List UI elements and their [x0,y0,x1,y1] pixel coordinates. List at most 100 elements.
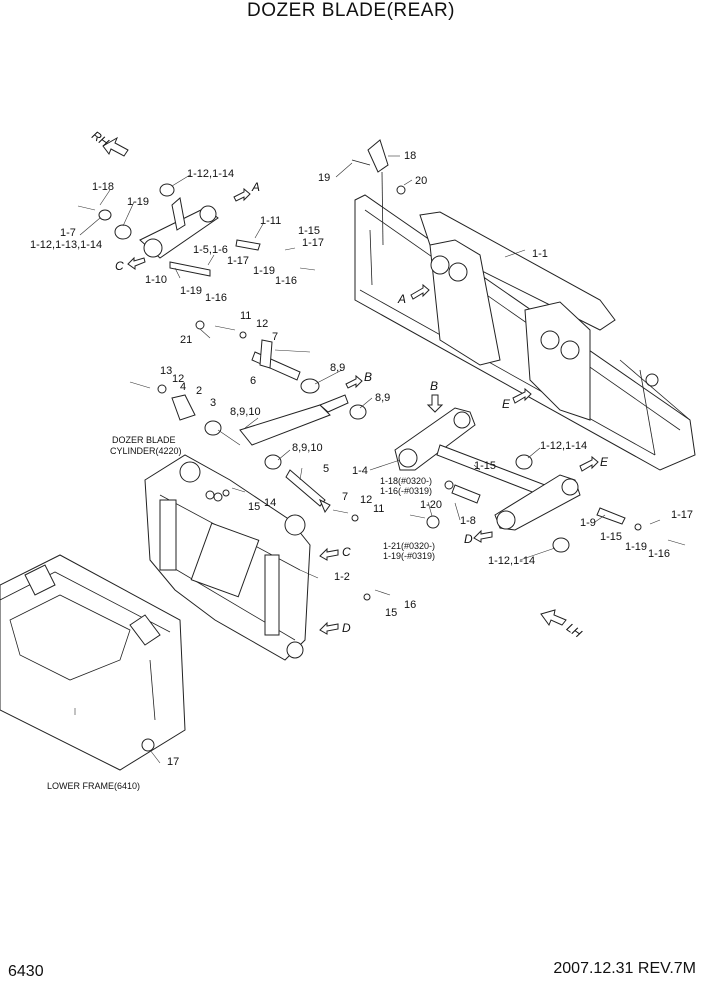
view-marker: D [342,621,351,635]
callout: 1-18 [92,181,114,193]
mounting-bracket-1-2 [144,454,311,661]
callout: 11 [373,503,384,515]
callout: 1-12,1-13,1-14 [30,239,102,251]
arrow-e-right-icon [579,455,599,472]
callout: 18 [404,150,416,162]
arrow-c-upper-icon [127,256,146,270]
callout: 1-19 [253,265,275,277]
dozer-blade-cylinder [129,378,367,470]
direction-arrows [102,136,599,635]
callout: 8,9,10 [292,442,323,454]
arrow-d-lower-icon [319,621,339,635]
callout: 1-20 [420,499,442,511]
lower-frame-label: LOWER FRAME(6410) [47,781,140,791]
cylinder-label: CYLINDER(4220) [110,446,182,456]
callout: 1-16 [275,275,297,287]
callout: 7 [272,331,278,343]
callout: 12 [172,373,184,385]
callout: 1-5,1-6 [193,244,228,256]
callout: 12 [256,318,268,330]
callout: 1-19 [625,541,647,553]
callout: 1-9 [580,517,596,529]
callout: 4 [180,381,186,393]
callout: 1-8 [460,515,476,527]
view-marker: B [364,370,372,384]
callout-note: 1-18(#0320-) [380,476,432,486]
callout-note: 1-21(#0320-) [383,541,435,551]
pin-6-group [195,320,301,381]
page-number: 6430 [8,963,44,980]
callout-labels: RH LH 18 19 20 1-1 1-18 1-19 1-7 1-12,1-… [30,128,693,791]
lock-pin-18 [351,139,406,246]
leader-lines [79,155,606,764]
callout: 1-4 [352,465,368,477]
callout: 3 [210,397,216,409]
callout-note: 1-16(-#0319) [380,486,432,496]
callout: 1-17 [302,237,324,249]
callout: 1-16 [648,548,670,560]
view-marker: C [115,259,124,273]
callout-note: 1-19(-#0319) [383,551,435,561]
right-link-group [394,407,686,553]
callout: 8,9 [375,392,390,404]
arrow-d-link-icon [473,529,493,543]
callout: 6 [250,375,256,387]
callout: 19 [318,172,330,184]
callout: 1-12,1-14 [187,168,234,180]
cylinder-label: DOZER BLADE [112,435,176,445]
callout: 1-17 [227,255,249,267]
marker-lh: LH [564,620,585,640]
arrow-a-blade-icon [410,283,430,300]
callout: 12 [360,494,372,506]
view-marker: B [430,379,438,393]
callout: 1-19 [180,285,202,297]
revision-label: 2007.12.31 REV.7M [553,960,696,977]
callout: 5 [323,463,329,475]
callout: 15 [385,607,397,619]
lh-arrow-icon [540,609,567,627]
callout: 8,9 [330,362,345,374]
callout: 1-12,1-14 [488,555,535,567]
dozer-blade-frame [354,194,696,471]
view-marker: A [251,180,260,194]
callout: 7 [342,491,348,503]
callout: 1-15 [600,531,622,543]
pin-5-group [285,469,359,522]
callout: 1-11 [260,215,281,227]
fasteners [222,487,391,601]
callout: 1-7 [60,227,76,239]
view-marker: E [502,397,511,411]
callout: 1-15 [298,225,320,237]
page-title: DOZER BLADE(REAR) [246,0,456,21]
arrow-a-upper-icon [233,187,251,202]
callout: 1-15 [474,460,496,472]
callout: 1-10 [145,274,167,286]
view-marker: E [600,455,609,469]
callout: 1-16 [205,292,227,304]
upper-left-link-group [77,183,316,277]
arrow-e-blade-icon [512,387,532,404]
callout: 16 [404,599,416,611]
callout: 20 [415,175,427,187]
callout: 2 [196,385,202,397]
callout: 1-2 [334,571,350,583]
view-marker: A [397,292,406,306]
callout: 15 [248,501,260,513]
callout: 1-1 [532,248,548,260]
callout: 21 [180,334,192,346]
callout: 14 [264,497,276,509]
callout: 1-17 [671,509,693,521]
arrow-b-down-icon [426,394,444,413]
arrow-c-lower-icon [319,547,339,561]
view-marker: C [342,545,351,559]
callout: 8,9,10 [230,406,261,418]
view-marker: D [464,532,473,546]
rh-arrow-icon [102,136,129,157]
callout: 13 [160,365,172,377]
callout: 11 [240,310,251,322]
lower-frame [0,554,186,771]
callout: 1-19 [127,196,149,208]
callout: 17 [167,756,179,768]
arrow-b-right-icon [345,374,363,389]
